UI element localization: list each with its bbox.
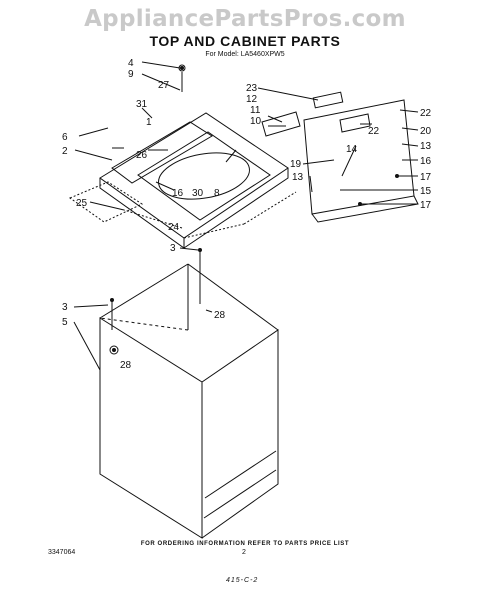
callout-16a: 16 xyxy=(172,188,184,199)
callout-3a: 3 xyxy=(170,243,176,254)
callout-25: 25 xyxy=(76,198,88,209)
cabinet-back-edge xyxy=(187,263,279,331)
callout-14: 14 xyxy=(346,144,358,155)
cabinet-body-side xyxy=(201,329,279,539)
tub-opening xyxy=(158,152,250,200)
lid-opening xyxy=(137,131,271,221)
callout-28a: 28 xyxy=(214,310,226,321)
callout-15: 15 xyxy=(420,186,432,197)
callout-26: 26 xyxy=(136,150,148,161)
callout-16b: 16 xyxy=(420,156,432,167)
callout-24: 24 xyxy=(168,222,180,233)
cabinet-top-panel xyxy=(99,112,289,239)
callout-10: 10 xyxy=(250,116,262,127)
callout-11: 11 xyxy=(250,105,261,116)
ordering-note: FOR ORDERING INFORMATION REFER TO PARTS … xyxy=(140,541,350,547)
callout-9: 9 xyxy=(128,69,134,80)
model-label: For Model: LA5460XPW5 xyxy=(205,51,285,58)
callout-22a: 22 xyxy=(368,126,380,137)
handwritten-note: 415-C-2 xyxy=(226,577,259,584)
callout-1: 1 xyxy=(146,117,152,128)
callout-3b: 3 xyxy=(62,302,68,313)
callout-17a: 17 xyxy=(420,172,432,183)
callout-27: 27 xyxy=(158,80,170,91)
callout-13b: 13 xyxy=(420,141,432,152)
callout-17b: 17 xyxy=(420,200,432,211)
page-title: TOP AND CABINET PARTS xyxy=(149,33,341,49)
callout-6: 6 xyxy=(62,132,68,143)
cabinet-top-front-edge xyxy=(99,178,185,249)
lid-handle xyxy=(339,113,371,133)
lid-bumper xyxy=(312,91,344,109)
callout-12: 12 xyxy=(246,94,258,105)
callout-13a: 13 xyxy=(292,172,304,183)
callout-22b: 22 xyxy=(420,108,432,119)
callout-30: 30 xyxy=(192,188,204,199)
callout-2: 2 xyxy=(62,146,68,157)
document-number: 3347064 xyxy=(48,549,76,556)
callout-28b: 28 xyxy=(120,360,132,371)
hinge-bracket xyxy=(261,111,301,137)
callout-4: 4 xyxy=(128,58,134,69)
watermark: AppliancePartsPros.com xyxy=(84,6,406,32)
callout-8: 8 xyxy=(214,188,220,199)
callout-31: 31 xyxy=(136,99,148,110)
lid-panel xyxy=(303,99,415,215)
callout-23: 23 xyxy=(246,83,258,94)
callout-5: 5 xyxy=(62,317,68,328)
page-number: 2 xyxy=(242,549,246,556)
callout-19: 19 xyxy=(290,159,302,170)
callout-20: 20 xyxy=(420,126,432,137)
